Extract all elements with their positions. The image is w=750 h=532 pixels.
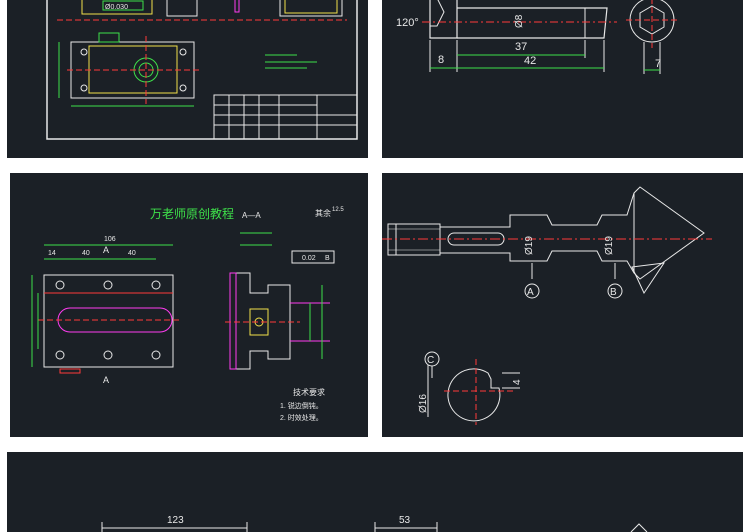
dim-7: 7 bbox=[655, 58, 661, 70]
datum-b: B bbox=[610, 287, 617, 298]
section-label: A—A bbox=[242, 211, 261, 220]
dia-16: Ø16 bbox=[418, 394, 429, 413]
dim-8: 8 bbox=[438, 54, 444, 66]
drawing-bolt: 120° Ø8 37 42 8 7 bbox=[396, 0, 678, 74]
dim-14: 14 bbox=[48, 250, 56, 257]
drawing-panel-mid-right: Ø19 Ø19 A B C Ø16 4 bbox=[382, 173, 743, 437]
drawing-panel-top-right: 120° Ø8 37 42 8 7 bbox=[382, 0, 743, 158]
tech-req-1: 1. 锐边倒钝。 bbox=[280, 401, 323, 410]
other-label: 其余 bbox=[315, 208, 331, 218]
tech-req-2: 2. 时效处理。 bbox=[280, 413, 323, 422]
datum-c: C bbox=[427, 355, 434, 366]
angle-label: 120° bbox=[396, 17, 419, 29]
roughness-label: 12.5 bbox=[332, 207, 344, 213]
dim-4: 4 bbox=[512, 379, 523, 385]
drawing-shaft: Ø19 Ø19 A B C Ø16 4 bbox=[382, 186, 712, 425]
section-mark-a-bottom: A bbox=[103, 375, 109, 385]
dim-106: 106 bbox=[104, 236, 116, 243]
drawing-slider-block: 万老师原创教程 A—A 其余 12.5 106 14 40 40 A A 0.0… bbox=[31, 206, 344, 422]
tolerance-label: Ø0.030 bbox=[105, 4, 128, 11]
dia-19-a: Ø19 bbox=[524, 236, 535, 255]
dim-53: 53 bbox=[399, 515, 411, 526]
dim-42: 42 bbox=[524, 55, 536, 67]
dim-123: 123 bbox=[167, 515, 184, 526]
section-mark-a-top: A bbox=[103, 245, 109, 255]
gd-tolerance: 0.02 bbox=[302, 255, 316, 262]
datum-a: A bbox=[527, 287, 534, 298]
dim-37: 37 bbox=[515, 41, 527, 53]
drawing-sheet-housing: Ø0.030 bbox=[46, 0, 358, 140]
gd-datum: B bbox=[325, 255, 330, 262]
diameter-label: Ø8 bbox=[514, 14, 525, 28]
drawing-panel-top-left: Ø0.030 bbox=[7, 0, 368, 158]
dim-40a: 40 bbox=[82, 250, 90, 257]
dia-19-b: Ø19 bbox=[604, 236, 615, 255]
drawing-bottom-partial: 123 53 bbox=[101, 515, 648, 532]
dim-40b: 40 bbox=[128, 250, 136, 257]
tech-req-title: 技术要求 bbox=[293, 387, 325, 397]
drawing-title: 万老师原创教程 bbox=[150, 206, 234, 221]
drawing-panel-mid-left: 万老师原创教程 A—A 其余 12.5 106 14 40 40 A A 0.0… bbox=[10, 173, 368, 437]
drawing-panel-bottom: 123 53 bbox=[7, 452, 743, 532]
